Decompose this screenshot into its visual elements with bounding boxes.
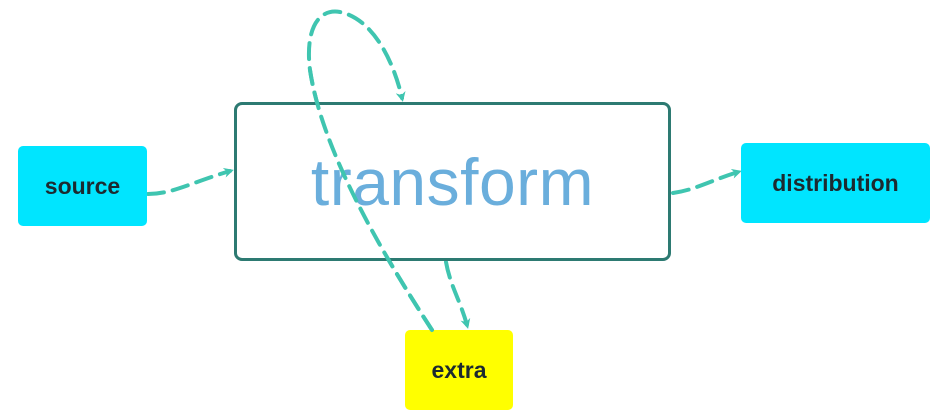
transform-label: transform bbox=[310, 144, 595, 219]
extra-node: extra bbox=[405, 330, 513, 410]
distribution-node: distribution bbox=[741, 143, 930, 223]
edge-transform-distribution bbox=[671, 168, 742, 195]
transform-node: transform bbox=[234, 102, 671, 261]
source-node: source bbox=[18, 146, 147, 226]
edge-transform-extra bbox=[444, 260, 471, 329]
source-label: source bbox=[44, 172, 121, 199]
edge-source-transform bbox=[146, 167, 234, 196]
distribution-label: distribution bbox=[772, 169, 899, 196]
extra-label: extra bbox=[431, 356, 487, 383]
